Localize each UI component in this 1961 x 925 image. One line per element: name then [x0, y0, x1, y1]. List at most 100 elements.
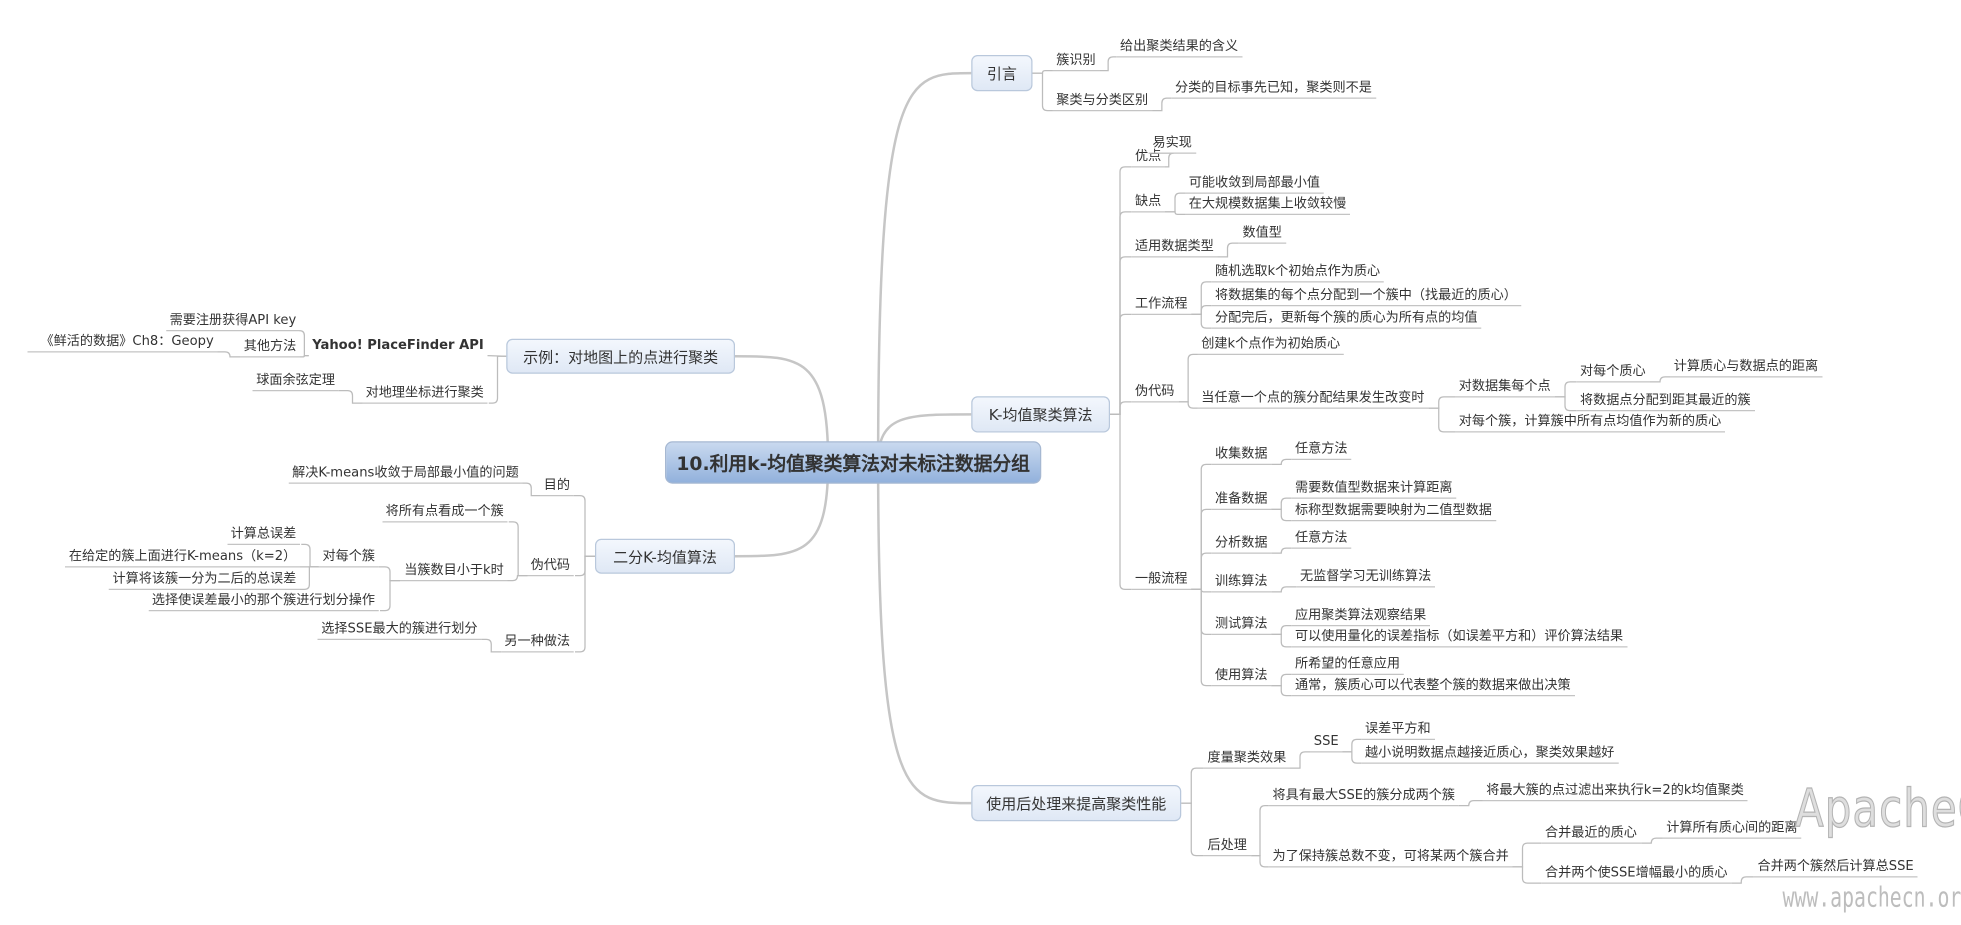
connector-line — [1181, 767, 1204, 804]
subtopic[interactable]: 需要数值型数据来计算距离 — [1291, 479, 1457, 499]
subtopic[interactable]: 《鲜活的数据》Ch8：Geopy — [28, 333, 218, 353]
subtopic[interactable]: 通常，簇质心可以代表整个簇的数据来做出决策 — [1291, 676, 1575, 697]
connector-line — [1271, 497, 1292, 510]
subtopic[interactable]: 计算将该簇一分为二后的总误差 — [108, 570, 300, 590]
subtopic[interactable]: 将具有最大SSE的簇分成两个簇 — [1268, 786, 1459, 807]
subtopic[interactable]: 无监督学习无训练算法 — [1296, 568, 1435, 588]
subtopic-geo-cluster[interactable]: 对地理坐标进行聚类 — [361, 384, 488, 404]
connector-line — [1555, 396, 1577, 412]
subtopic[interactable]: 选择使误差最小的那个簇进行划分操作 — [148, 591, 379, 612]
connector-line — [1731, 876, 1754, 884]
topic-map-example[interactable]: 示例：对地图上的点进行聚类 — [506, 338, 735, 374]
subtopic[interactable]: 将最大簇的点过滤出来执行k=2的k均值聚类 — [1482, 781, 1748, 802]
subtopic[interactable]: 标称型数据需要映射为二值型数据 — [1291, 501, 1496, 522]
subtopic[interactable]: 易实现 — [1148, 134, 1196, 154]
subtopic[interactable]: 球面余弦定理 — [252, 371, 339, 392]
connector-line — [1110, 211, 1132, 415]
subtopic[interactable]: 需要注册获得API key — [165, 311, 300, 332]
subtopic[interactable]: 为了保持簇总数不变，可将某两个簇合并 — [1268, 848, 1513, 868]
connector-line — [1271, 508, 1292, 522]
subtopic[interactable]: 合并两个使SSE增幅最小的质心 — [1541, 864, 1732, 884]
subtopic-pseudocode[interactable]: 伪代码 — [526, 556, 574, 577]
subtopic[interactable]: 计算所有质心间的距离 — [1662, 819, 1802, 839]
watermark-url: www.apachecn.org — [1782, 882, 1961, 914]
subtopic[interactable]: 在大规模数据集上收敛较慢 — [1185, 195, 1350, 215]
connector-line — [1110, 256, 1132, 415]
subtopic[interactable]: 训练算法 — [1211, 573, 1272, 593]
subtopic[interactable]: 计算质心与数据点的距离 — [1670, 358, 1822, 378]
subtopic[interactable]: 分类的目标事先已知，聚类则不是 — [1171, 79, 1376, 99]
subtopic[interactable]: 合并最近的质心 — [1541, 824, 1641, 844]
connector-line — [1428, 396, 1455, 409]
subtopic-alternative[interactable]: 另一种做法 — [500, 633, 574, 653]
connector-line — [1178, 353, 1198, 403]
connector-line — [1271, 685, 1292, 697]
subtopic[interactable]: 当簇数目小于k时 — [400, 561, 508, 582]
subtopic[interactable]: 任意方法 — [1291, 529, 1352, 549]
subtopic[interactable]: 越小说明数据点越接近质心，聚类效果越好 — [1361, 744, 1619, 764]
subtopic[interactable]: 将所有点看成一个簇 — [381, 503, 508, 523]
subtopic-pseudocode[interactable]: 伪代码 — [1131, 383, 1179, 403]
central-topic[interactable]: 10.利用k-均值聚类算法对未标注数据分组 — [665, 441, 1042, 484]
connector-line — [1251, 855, 1269, 868]
subtopic-workflow[interactable]: 工作流程 — [1131, 295, 1192, 315]
connector-line — [300, 355, 309, 358]
connector-line — [1217, 242, 1239, 258]
subtopic-cons[interactable]: 缺点 — [1131, 193, 1165, 213]
subtopic[interactable]: 对每个簇 — [318, 548, 379, 568]
subtopic[interactable]: 在给定的簇上面进行K-means（k=2） — [65, 548, 300, 568]
subtopic[interactable]: 计算总误差 — [226, 525, 300, 545]
subtopic[interactable]: 准备数据 — [1211, 490, 1272, 510]
subtopic-goal[interactable]: 目的 — [540, 476, 574, 497]
subtopic-general-flow[interactable]: 一般流程 — [1131, 570, 1192, 590]
subtopic[interactable]: 将数据集的每个点分配到一个簇中（找最近的质心） — [1211, 286, 1521, 307]
connector-line — [575, 555, 595, 653]
subtopic[interactable]: 所希望的任意应用 — [1291, 655, 1404, 675]
subtopic-cluster-id[interactable]: 簇识别 — [1052, 51, 1100, 72]
subtopic[interactable]: 其他方法 — [240, 338, 300, 358]
connector-line — [1271, 633, 1292, 648]
topic-intro[interactable]: 引言 — [971, 55, 1033, 92]
main-branch-line — [734, 462, 830, 558]
subtopic[interactable]: 数值型 — [1238, 224, 1286, 244]
topic-kmeans[interactable]: K-均值聚类算法 — [971, 396, 1110, 433]
subtopic[interactable]: 对数据集每个点 — [1455, 378, 1555, 398]
connector-line — [1641, 837, 1663, 844]
subtopic[interactable]: 任意方法 — [1291, 440, 1352, 460]
subtopic[interactable]: 误差平方和 — [1361, 720, 1435, 740]
connector-line — [378, 566, 400, 582]
subtopic[interactable]: 应用聚类算法观察结果 — [1291, 606, 1430, 627]
subtopic[interactable]: 给出聚类结果的含义 — [1116, 38, 1242, 58]
topic-bisecting-kmeans[interactable]: 二分K-均值算法 — [595, 538, 735, 574]
connector-line — [1178, 401, 1198, 409]
subtopic[interactable]: 对每个质心 — [1576, 363, 1650, 383]
subtopic[interactable]: 随机选取k个初始点作为质心 — [1211, 263, 1384, 283]
subtopic[interactable]: 解决K-means收敛于局部最小值的问题 — [288, 464, 523, 484]
topic-postprocessing[interactable]: 使用后处理来提高聚类性能 — [971, 785, 1182, 822]
subtopic[interactable]: 测试算法 — [1211, 615, 1272, 635]
connector-line — [573, 495, 595, 557]
subtopic[interactable]: 创建k个点作为初始质心 — [1197, 335, 1344, 355]
subtopic-yahoo-api[interactable]: Yahoo! PlaceFinder API — [312, 337, 484, 353]
subtopic[interactable]: 当任意一个点的簇分配结果发生改变时 — [1197, 389, 1429, 409]
subtopic-sse[interactable]: SSE — [1310, 733, 1343, 753]
connector-line — [522, 482, 540, 497]
subtopic[interactable]: 选择SSE最大的簇进行划分 — [317, 620, 482, 640]
subtopic[interactable]: 可能收敛到局部最小值 — [1185, 174, 1324, 194]
connector-line — [1181, 802, 1204, 857]
subtopic-measure[interactable]: 度量聚类效果 — [1203, 749, 1290, 769]
subtopic[interactable]: 使用算法 — [1211, 666, 1272, 687]
subtopic-data-types[interactable]: 适用数据类型 — [1131, 238, 1218, 258]
subtopic[interactable]: 合并两个簇然后计算总SSE — [1753, 858, 1918, 878]
main-branch-line — [876, 462, 972, 805]
subtopic[interactable]: 对每个簇，计算簇中所有点均值作为新的质心 — [1455, 413, 1725, 433]
subtopic[interactable]: 将数据点分配到距其最近的簇 — [1576, 391, 1755, 412]
subtopic[interactable]: 分配完后，更新每个簇的质心为所有点的均值 — [1211, 309, 1482, 329]
subtopic[interactable]: 收集数据 — [1211, 445, 1272, 465]
subtopic-cluster-vs-classify[interactable]: 聚类与分类区别 — [1052, 91, 1152, 112]
connector-line — [1290, 751, 1310, 769]
subtopic[interactable]: 可以使用量化的误差指标（如误差平方和）评价算法结果 — [1291, 628, 1627, 648]
subtopic[interactable]: 分析数据 — [1211, 534, 1272, 554]
connector-line — [1110, 413, 1132, 590]
subtopic-postprocess[interactable]: 后处理 — [1203, 836, 1251, 857]
